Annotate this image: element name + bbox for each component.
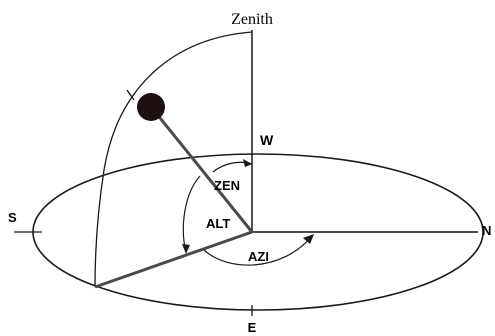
south-label: S — [8, 210, 17, 225]
west-label: W — [260, 132, 274, 148]
azimuth-angle-arc — [203, 235, 313, 266]
altitude-angle-arc — [182, 175, 201, 253]
azimuth-angle-label: AZI — [248, 249, 269, 264]
azimuth-angle-arrowhead — [303, 234, 314, 244]
altitude-angle-arrowhead — [182, 244, 190, 254]
north-label: N — [482, 223, 491, 238]
zenith-angle-label: ZEN — [214, 178, 240, 193]
zenith-angle-arrowhead — [243, 159, 252, 167]
sun-icon — [137, 93, 165, 121]
zenith-label: Zenith — [231, 11, 273, 28]
east-label: E — [248, 320, 257, 335]
sun-projection — [94, 230, 253, 289]
arc-tick — [126, 89, 135, 101]
celestial-arc — [94, 31, 253, 288]
altitude-angle-label: ALT — [206, 216, 230, 231]
sun-ray — [150, 107, 254, 233]
